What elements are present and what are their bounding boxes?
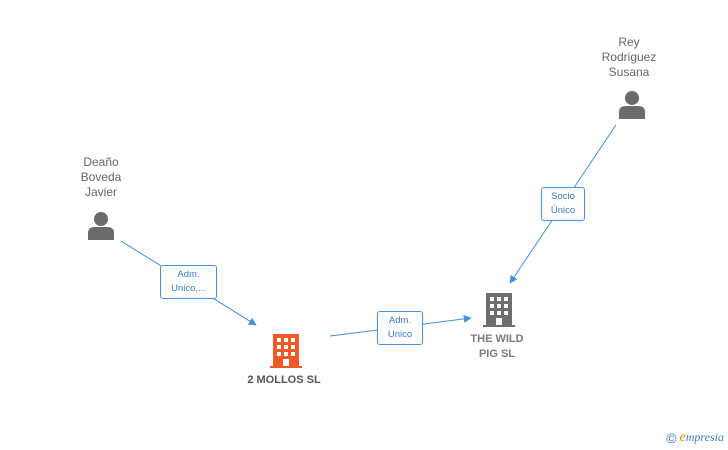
person-icon[interactable] — [86, 210, 116, 240]
node-label-deano: Deaño Boveda Javier — [80, 155, 122, 199]
node-label-2mollos: 2 MOLLOS SL — [247, 374, 321, 386]
node-label-wildpig: THE WILD PIG SL — [470, 333, 524, 360]
edge-label-deano-2mollos[interactable]: Adm. Unico,... — [160, 265, 217, 299]
empresia-watermark: © empresia — [666, 430, 724, 446]
person-icon[interactable] — [617, 89, 647, 119]
building-icon[interactable] — [482, 292, 516, 328]
edge-label-rey-wildpig[interactable]: Socio Único — [541, 187, 585, 221]
copyright-symbol: © — [666, 430, 677, 446]
brand-initial: e — [679, 430, 686, 445]
edge-label-2mollos-wildpig[interactable]: Adm. Unico — [377, 311, 423, 345]
node-label-rey: Rey Rodriguez Susana — [601, 35, 657, 79]
brand-name: mpresia — [685, 430, 724, 444]
building-icon[interactable] — [269, 333, 303, 369]
